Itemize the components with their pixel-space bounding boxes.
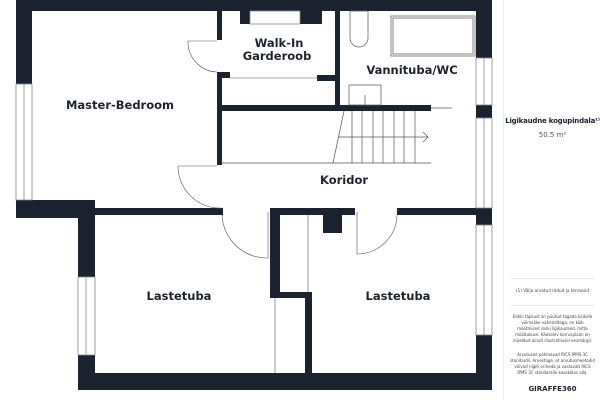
area-title: Ligikaudne kogupindala¹⁾: [505, 117, 600, 125]
room-label-walkin: Walk-In: [255, 36, 304, 50]
bathtub-icon: [390, 15, 476, 57]
room-label-bath: Vannituba/WC: [366, 63, 457, 77]
disclaimer-accuracy: Ehkki täpsust on püütud tagada kõikide v…: [512, 314, 593, 343]
floor-plan: Master-Bedroom Walk-In Garderoob Vannitu…: [15, 0, 493, 390]
stairs: [222, 107, 452, 164]
bathroom-fixtures: [348, 10, 476, 106]
brand-logo: GIRAFFE360: [528, 385, 577, 393]
disclaimer-standard: Arvutused põhinevad RICS IPMS 3C standar…: [510, 352, 595, 375]
doors: [177, 40, 398, 373]
divider: [510, 278, 595, 279]
footnote: (1) Välja arvatud rõdud ja terrassid: [515, 288, 590, 293]
windows: [15, 10, 493, 356]
walls: [16, 0, 492, 390]
room-label-corridor: Koridor: [320, 173, 368, 187]
room-label-walkin-2: Garderoob: [243, 49, 312, 63]
room-label-master: Master-Bedroom: [66, 98, 174, 112]
room-label-kids-2: Lastetuba: [366, 289, 431, 303]
divider: [510, 305, 595, 306]
info-panel: Ligikaudne kogupindala¹⁾ 50.5 m² (1) Väl…: [503, 0, 600, 400]
area-value: 50.5 m²: [538, 131, 567, 139]
toilet-icon: [349, 10, 369, 48]
room-label-kids-1: Lastetuba: [147, 289, 212, 303]
